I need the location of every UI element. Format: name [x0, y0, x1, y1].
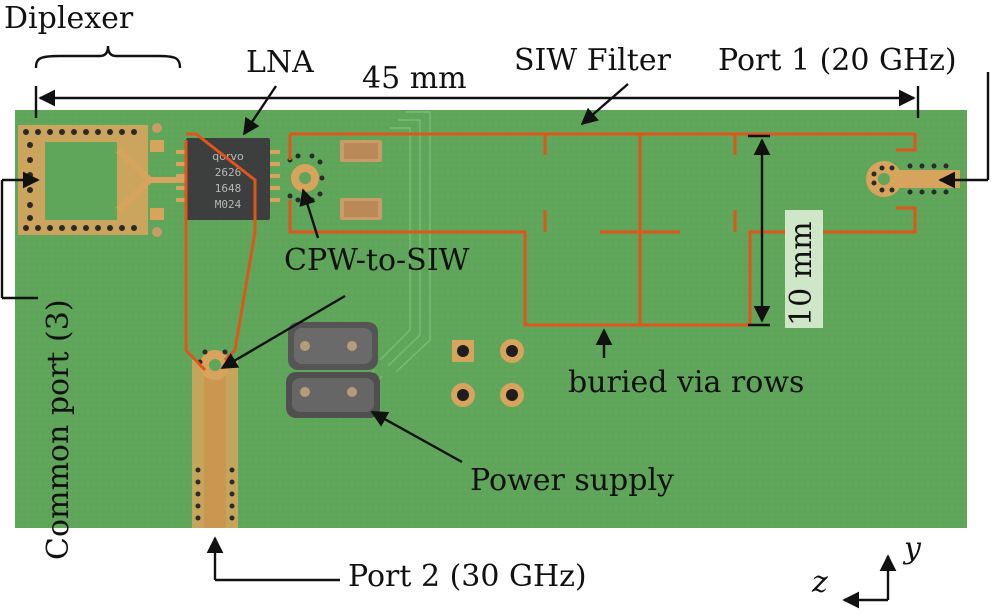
capacitors	[340, 140, 382, 220]
lna-label: LNA	[246, 45, 314, 80]
axis-z-label: z	[812, 565, 828, 600]
annotation-lines	[0, 45, 990, 609]
dimension-10-label-bg	[785, 210, 823, 328]
port2-label: Port 2 (30 GHz)	[348, 559, 587, 594]
cpw-to-siw-label: CPW-to-SIW	[284, 243, 470, 278]
chip-mark-line-4: M024	[215, 198, 242, 211]
power-supply-label: Power supply	[470, 463, 675, 498]
buried-via-rows-label: buried via rows	[568, 365, 805, 400]
siw-filter-label: SIW Filter	[514, 43, 671, 78]
common-port-label: Common port (3)	[41, 299, 76, 560]
power-supply-connector	[286, 322, 380, 418]
axis-y-label: y	[904, 531, 921, 566]
port2-line	[192, 349, 238, 528]
lna-chip: qorvo 2626 1648 M024	[176, 138, 280, 220]
diplexer-structure	[18, 123, 188, 237]
dimension-45-label: 45 mm	[362, 61, 467, 96]
dimension-10-label: 10 mm	[784, 221, 819, 326]
port1-label: Port 1 (20 GHz)	[718, 43, 957, 78]
chip-mark-line-3: 1648	[215, 182, 242, 195]
diplexer-label: Diplexer	[4, 1, 134, 36]
chip-mark-line-2: 2626	[215, 166, 242, 179]
bias-pads	[451, 339, 524, 407]
